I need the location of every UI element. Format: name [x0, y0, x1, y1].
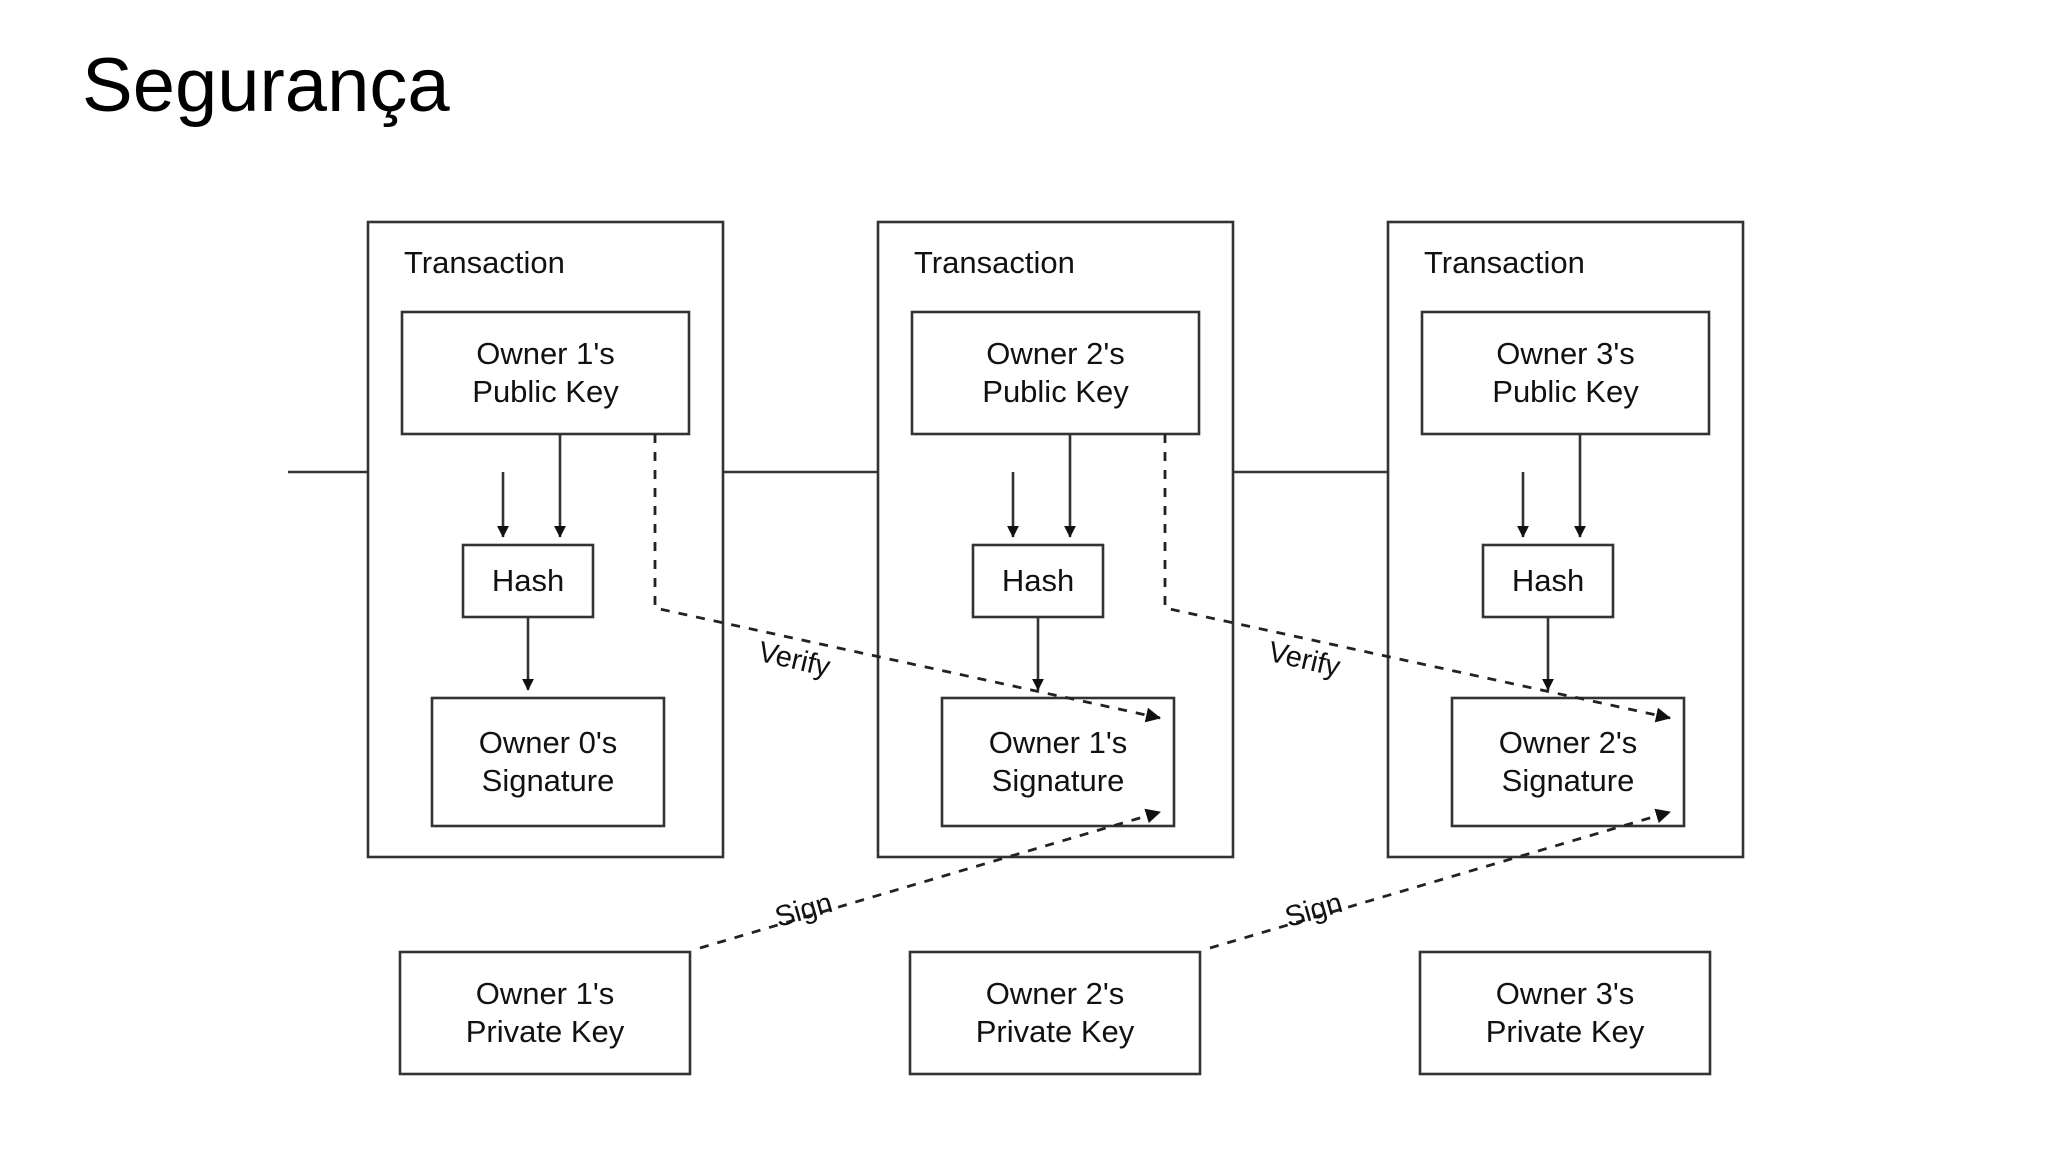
public-key-line1-3: Owner 3's [1496, 336, 1635, 372]
private-key-label-1: Owner 1's Private Key [400, 952, 690, 1074]
hash-label-1: Hash [491, 563, 565, 599]
private-key-label-2: Owner 2's Private Key [910, 952, 1200, 1074]
public-key-line2-2: Public Key [982, 374, 1129, 409]
transaction-title-2: Transaction [914, 245, 1075, 280]
private-key-line1-2: Owner 2's [985, 976, 1125, 1012]
signature-box-1 [430, 696, 666, 828]
public-key-line1-1: Owner 1's [476, 336, 615, 372]
hash-box-3 [1481, 543, 1615, 619]
private-key-line1-3: Owner 3's [1495, 976, 1635, 1012]
signature-line1-1: Owner 0's [478, 725, 618, 761]
private-key-line2-3: Private Key [1485, 1014, 1645, 1049]
public-key-line2-1: Public Key [472, 374, 619, 409]
signature-label-2: Owner 1's Signature [942, 698, 1174, 826]
private-key-line1-1: Owner 1's [475, 976, 615, 1012]
signature-label-3: Owner 2's Signature [1452, 698, 1684, 826]
signature-line2-1: Signature [481, 763, 615, 798]
sign-path-1 [699, 808, 1161, 950]
private-key-box-2 [908, 950, 1202, 1076]
signature-line2-2: Signature [991, 763, 1125, 798]
public-key-label-3: Owner 3's Public Key [1422, 312, 1709, 434]
private-key-line2-2: Private Key [975, 1014, 1135, 1049]
verify-path-2 [1163, 434, 1671, 723]
public-key-label-2: Owner 2's Public Key [912, 312, 1199, 434]
signature-box-3 [1450, 696, 1686, 828]
hash-label-3: Hash [1511, 563, 1585, 599]
public-key-box-1 [400, 310, 691, 436]
private-key-line2-1: Private Key [465, 1014, 625, 1049]
public-key-line1-2: Owner 2's [986, 336, 1125, 372]
public-key-box-2 [910, 310, 1201, 436]
signature-label-1: Owner 0's Signature [432, 698, 664, 826]
sign-path-2 [1209, 808, 1671, 950]
hash-box-2 [971, 543, 1105, 619]
page-title: Segurança [82, 43, 450, 128]
signature-line1-2: Owner 1's [988, 725, 1128, 761]
hash-label-2: Hash [1001, 563, 1075, 599]
signature-box-2 [940, 696, 1176, 828]
signature-line2-3: Signature [1501, 763, 1635, 798]
private-key-box-3 [1418, 950, 1712, 1076]
verify-path-1 [653, 434, 1161, 723]
public-key-label-1: Owner 1's Public Key [402, 312, 689, 434]
transaction-title-3: Transaction [1424, 245, 1585, 280]
signature-line1-3: Owner 2's [1498, 725, 1638, 761]
public-key-box-3 [1420, 310, 1711, 436]
hash-box-1 [461, 543, 595, 619]
private-key-box-1 [398, 950, 692, 1076]
transaction-title-1: Transaction [404, 245, 565, 280]
private-key-label-3: Owner 3's Private Key [1420, 952, 1710, 1074]
public-key-line2-3: Public Key [1492, 374, 1639, 409]
